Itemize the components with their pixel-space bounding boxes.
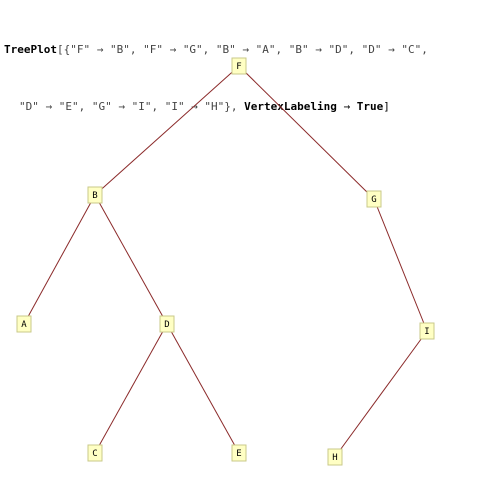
node-label: C xyxy=(92,449,97,459)
input-line-1: TreePlot[{"F" → "B", "F" → "G", "B" → "A… xyxy=(4,40,474,59)
node-label: A xyxy=(21,320,27,330)
node-h[interactable]: H xyxy=(327,448,343,466)
node-f[interactable]: F xyxy=(231,57,247,75)
edge-d-e xyxy=(166,323,240,454)
input-line-2: "D" → "E", "G" → "I", "I" → "H"}, Vertex… xyxy=(4,97,474,116)
mathematica-input[interactable]: TreePlot[{"F" → "B", "F" → "G", "B" → "A… xyxy=(4,2,474,135)
option-value: True xyxy=(356,100,384,113)
node-label: B xyxy=(92,191,97,201)
node-box xyxy=(231,57,247,75)
edge-layer xyxy=(23,65,428,458)
input-args-line-1: [{"F" → "B", "F" → "G", "B" → "A", "B" →… xyxy=(56,43,428,56)
node-box xyxy=(87,444,103,462)
node-box xyxy=(366,190,382,208)
node-b[interactable]: B xyxy=(87,186,103,204)
option-name: VertexLabeling xyxy=(244,100,337,113)
node-label: E xyxy=(236,449,241,459)
function-name: TreePlot xyxy=(4,43,57,56)
node-box xyxy=(159,315,175,333)
node-label: G xyxy=(371,195,376,205)
node-e[interactable]: E xyxy=(231,444,247,462)
node-box xyxy=(419,322,435,340)
edge-f-g xyxy=(238,65,375,200)
node-label: F xyxy=(236,62,241,72)
input-args-line-2: "D" → "E", "G" → "I", "I" → "H"}, xyxy=(19,100,245,113)
node-layer: F B G A D I C E H xyxy=(16,57,435,466)
edge-b-a xyxy=(23,194,96,325)
input-closing-bracket: ] xyxy=(383,100,390,113)
edge-d-c xyxy=(94,323,168,454)
node-label: D xyxy=(164,320,169,330)
node-i[interactable]: I xyxy=(419,322,435,340)
node-box xyxy=(327,448,343,466)
node-a[interactable]: A xyxy=(16,315,32,333)
node-box xyxy=(16,315,32,333)
node-label: H xyxy=(332,453,337,463)
node-box xyxy=(87,186,103,204)
option-arrow: → xyxy=(336,100,357,113)
edge-i-h xyxy=(334,330,428,458)
node-label: I xyxy=(424,327,429,337)
node-c[interactable]: C xyxy=(87,444,103,462)
edge-b-d xyxy=(94,194,168,325)
edge-f-b xyxy=(94,65,240,196)
edge-g-i xyxy=(373,198,428,332)
node-d[interactable]: D xyxy=(159,315,175,333)
node-g[interactable]: G xyxy=(366,190,382,208)
node-box xyxy=(231,444,247,462)
